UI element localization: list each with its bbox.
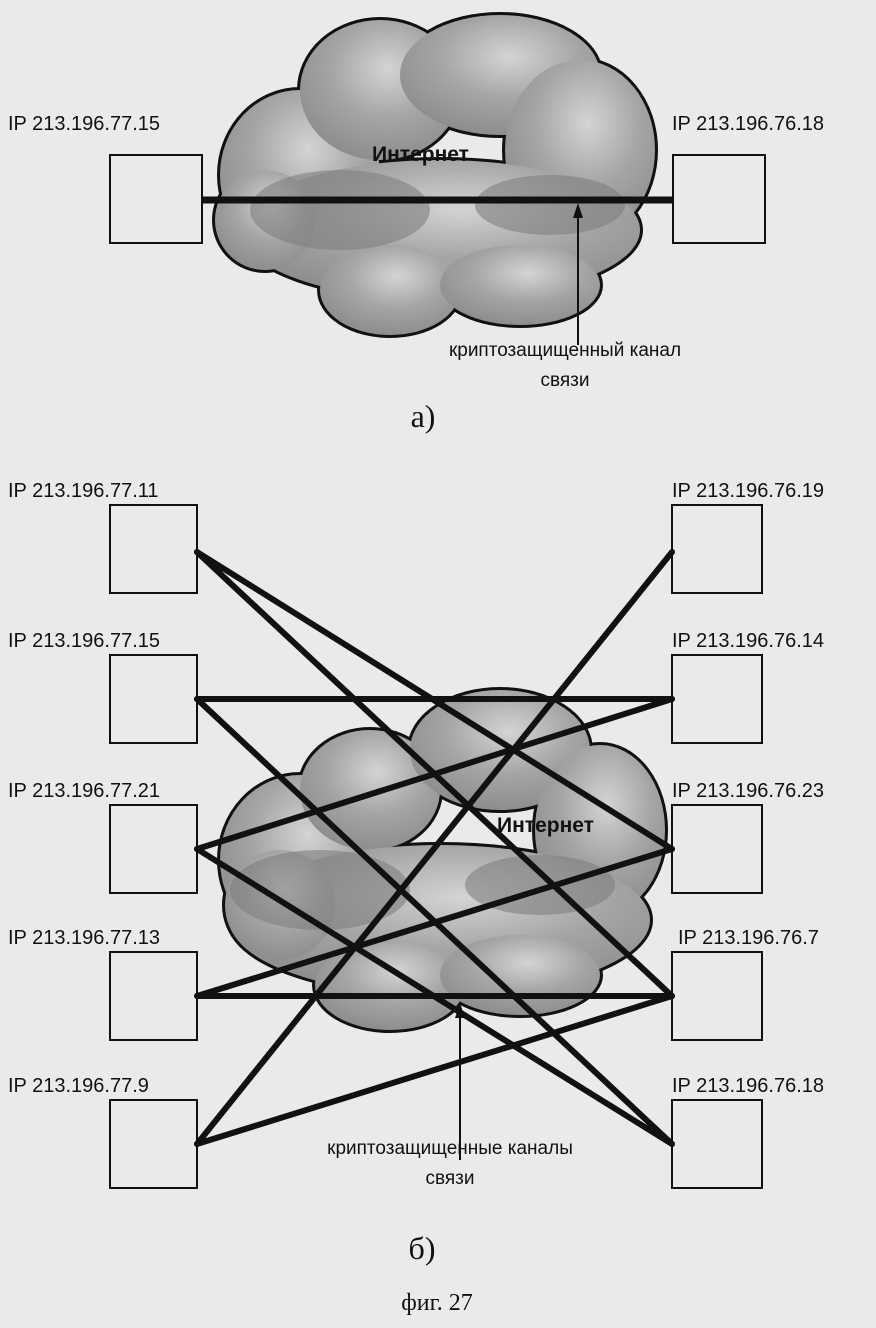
right-node-ip: IP 213.196.76.7 bbox=[678, 927, 819, 950]
left-node-ip: IP 213.196.77.15 bbox=[8, 630, 160, 653]
channel-caption-b-line1: криптозащищенные каналы bbox=[327, 1138, 573, 1160]
internet-cloud-a bbox=[215, 15, 655, 335]
left-node-box bbox=[110, 805, 197, 893]
left-node-box bbox=[110, 655, 197, 743]
left-node-ip-a: IP 213.196.77.15 bbox=[8, 113, 160, 136]
right-node-ip: IP 213.196.76.14 bbox=[672, 630, 824, 653]
right-node-ip: IP 213.196.76.18 bbox=[672, 1075, 824, 1098]
node-left-a bbox=[110, 155, 202, 243]
part-a-label: а) bbox=[411, 398, 436, 435]
left-node-ip: IP 213.196.77.9 bbox=[8, 1075, 149, 1098]
part-b-label: б) bbox=[409, 1230, 436, 1267]
arrow-b bbox=[455, 1003, 465, 1160]
left-node-ip: IP 213.196.77.21 bbox=[8, 780, 160, 803]
left-node-ip: IP 213.196.77.11 bbox=[8, 480, 159, 503]
right-node-box bbox=[672, 655, 762, 743]
left-node-box bbox=[110, 505, 197, 593]
node-right-a bbox=[673, 155, 765, 243]
right-node-ip-a: IP 213.196.76.18 bbox=[672, 113, 824, 136]
right-node-box bbox=[672, 505, 762, 593]
internet-cloud-b bbox=[220, 690, 665, 1030]
channel-caption-b-line2: связи bbox=[426, 1168, 475, 1190]
right-node-ip: IP 213.196.76.19 bbox=[672, 480, 824, 503]
left-node-box bbox=[110, 952, 197, 1040]
internet-label-b: Интернет bbox=[497, 814, 594, 838]
figure-caption: фиг. 27 bbox=[401, 1290, 473, 1317]
right-node-box bbox=[672, 805, 762, 893]
channel-caption-a-line1: криптозащищенный канал bbox=[449, 340, 681, 362]
internet-label-a: Интернет bbox=[372, 143, 469, 167]
left-node-ip: IP 213.196.77.13 bbox=[8, 927, 160, 950]
right-node-ip: IP 213.196.76.23 bbox=[672, 780, 824, 803]
right-node-box bbox=[672, 1100, 762, 1188]
right-node-box bbox=[672, 952, 762, 1040]
left-node-box bbox=[110, 1100, 197, 1188]
channel-caption-a-line2: связи bbox=[541, 370, 590, 392]
